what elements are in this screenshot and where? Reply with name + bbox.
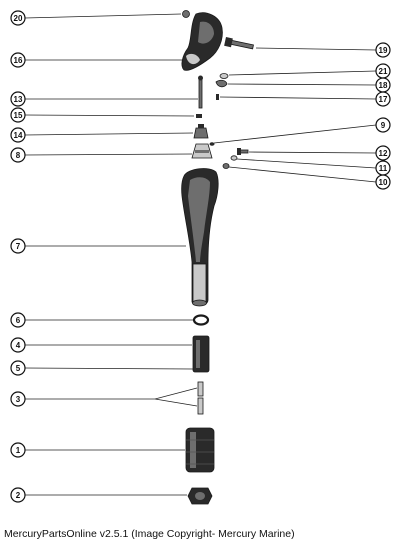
callout-8: 8 xyxy=(10,147,26,163)
callout-label-9: 9 xyxy=(381,121,386,130)
callout-11: 11 xyxy=(375,160,391,176)
callout-20: 20 xyxy=(10,10,26,26)
callout-10: 10 xyxy=(375,174,391,190)
leader-8 xyxy=(24,153,193,156)
callout-label-2: 2 xyxy=(16,491,21,500)
callout-21: 21 xyxy=(375,63,391,79)
callout-label-20: 20 xyxy=(14,14,23,23)
callout-label-5: 5 xyxy=(16,364,21,373)
image-copyright-caption: MercuryPartsOnline v2.5.1 (Image Copyrig… xyxy=(4,528,295,540)
part-17-pin xyxy=(216,94,219,100)
callout-label-18: 18 xyxy=(379,81,388,90)
callout-12: 12 xyxy=(375,145,391,161)
callout-5: 5 xyxy=(10,360,26,376)
part-13-shift-rod xyxy=(198,75,203,109)
leader-14 xyxy=(24,132,194,136)
callout-7: 7 xyxy=(10,238,26,254)
leader-10 xyxy=(228,166,377,183)
leader-12 xyxy=(248,151,377,154)
callout-label-3: 3 xyxy=(16,395,21,404)
callout-label-7: 7 xyxy=(16,242,21,251)
part-10-nut xyxy=(222,163,230,169)
callout-label-16: 16 xyxy=(14,56,23,65)
part-8-coupler xyxy=(191,143,213,159)
leader-15 xyxy=(24,114,195,117)
leader-21 xyxy=(228,70,377,76)
callout-4: 4 xyxy=(10,337,26,353)
callout-label-10: 10 xyxy=(379,178,388,187)
callout-9: 9 xyxy=(375,117,391,133)
part-12-screw xyxy=(237,148,249,155)
part-7-housing xyxy=(181,168,219,307)
part-11-washer xyxy=(230,155,238,161)
part-16-housing xyxy=(181,12,223,71)
callout-3: 3 xyxy=(10,391,26,407)
leader-9 xyxy=(213,124,377,144)
callout-label-19: 19 xyxy=(379,46,388,55)
part-20-nut xyxy=(182,10,190,18)
callout-19: 19 xyxy=(375,42,391,58)
callout-2: 2 xyxy=(10,487,26,503)
callout-label-11: 11 xyxy=(379,164,388,173)
part-3-pins xyxy=(197,381,204,415)
callout-18: 18 xyxy=(375,77,391,93)
callout-16: 16 xyxy=(10,52,26,68)
part-18-clip xyxy=(215,79,228,88)
callout-label-13: 13 xyxy=(14,95,23,104)
leader-lines xyxy=(24,13,377,496)
part-5-key xyxy=(194,368,202,371)
leader-19 xyxy=(255,47,377,51)
callout-1: 1 xyxy=(10,442,26,458)
callout-label-12: 12 xyxy=(379,149,388,158)
part-6-o-ring xyxy=(192,314,210,326)
part-4-sleeve xyxy=(192,335,210,373)
callout-label-17: 17 xyxy=(379,95,388,104)
part-9-washer xyxy=(209,142,215,146)
part-14-bushing xyxy=(193,124,209,139)
callout-label-8: 8 xyxy=(16,151,21,160)
callout-6: 6 xyxy=(10,312,26,328)
callout-label-4: 4 xyxy=(16,341,21,350)
callout-17: 17 xyxy=(375,91,391,107)
callout-label-14: 14 xyxy=(14,131,23,140)
leader-11 xyxy=(236,158,377,169)
leader-20 xyxy=(24,13,182,19)
leader-5 xyxy=(24,367,194,370)
leader-17 xyxy=(219,96,377,100)
callout-label-6: 6 xyxy=(16,316,21,325)
leader-18 xyxy=(227,83,377,86)
part-2-cap xyxy=(187,487,213,505)
callout-label-15: 15 xyxy=(14,111,23,120)
part-1-roller xyxy=(185,427,215,473)
part-21-washer xyxy=(219,73,229,79)
part-19-bolt xyxy=(224,37,254,50)
part-15-spring xyxy=(196,114,202,118)
callout-14: 14 xyxy=(10,127,26,143)
callout-label-1: 1 xyxy=(16,446,21,455)
callout-13: 13 xyxy=(10,91,26,107)
leader-3 xyxy=(25,387,198,407)
callout-label-21: 21 xyxy=(379,67,388,76)
callout-15: 15 xyxy=(10,107,26,123)
